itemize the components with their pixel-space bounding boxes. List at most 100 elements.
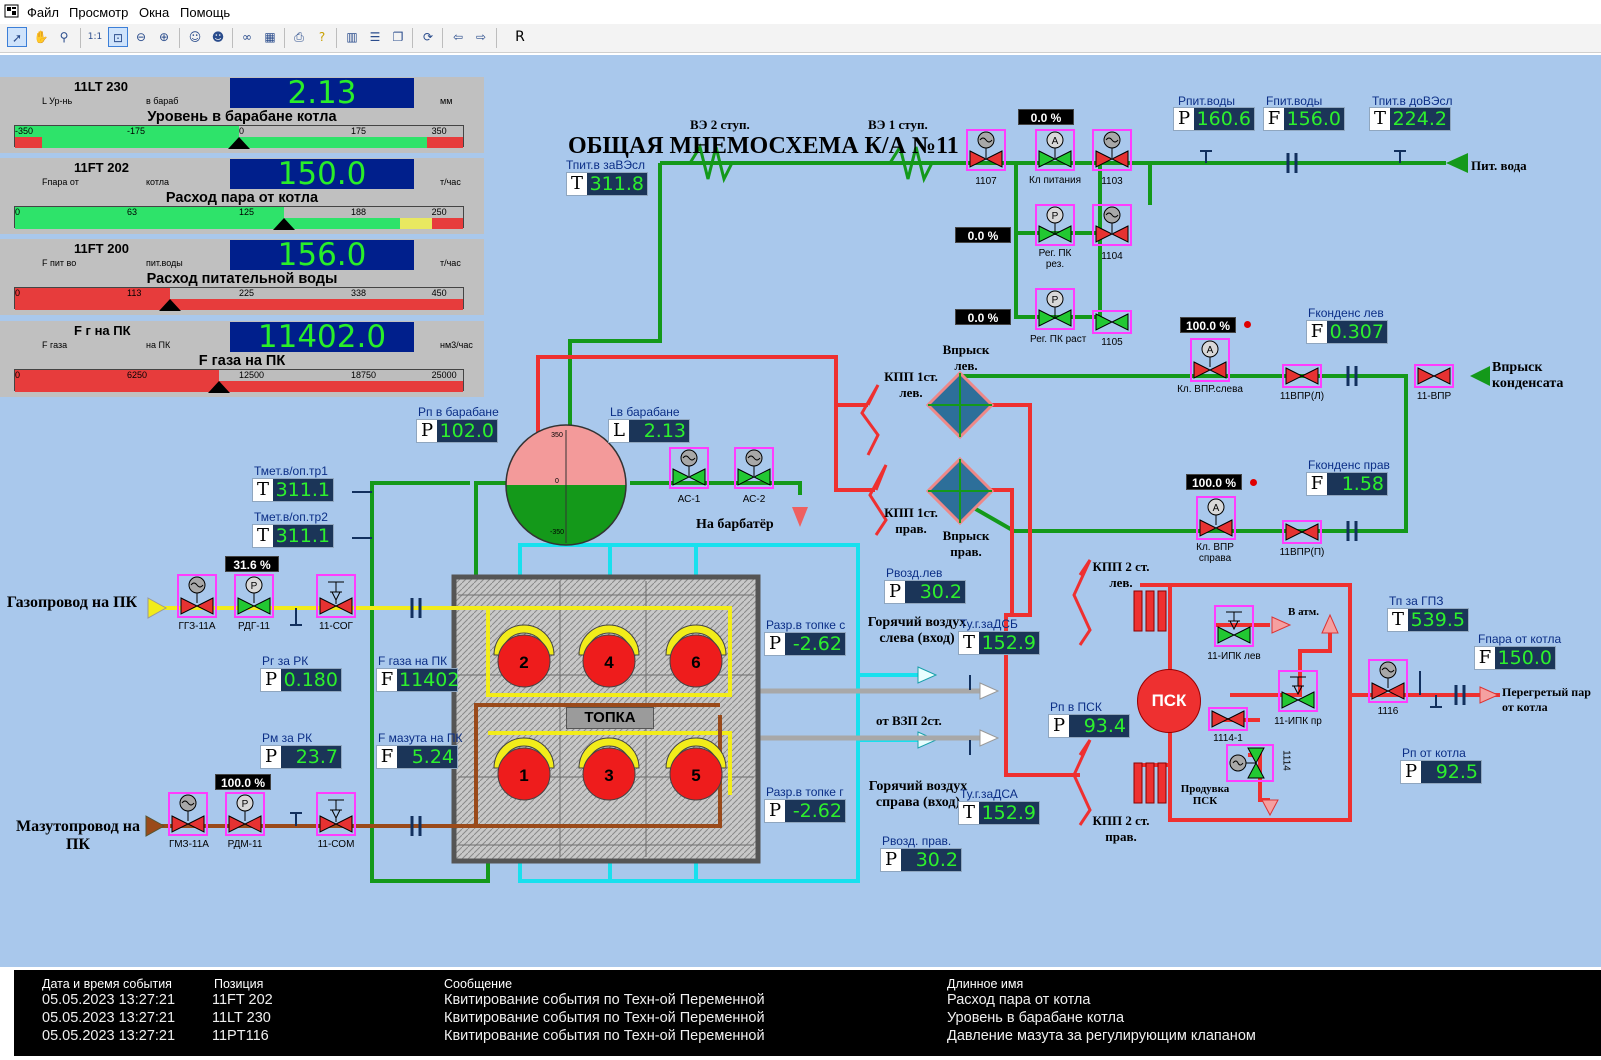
zoom-1-1-icon[interactable]: 1:1	[87, 32, 103, 42]
valve-1103[interactable]	[1092, 129, 1132, 171]
event-position[interactable]: 11LT 230	[212, 1010, 271, 1026]
menu-windows[interactable]: Окна	[139, 5, 170, 20]
valve-1107[interactable]	[966, 129, 1006, 171]
event-header-longname[interactable]: Длинное имя	[947, 977, 1024, 991]
valve-rdm11[interactable]: P	[225, 792, 265, 836]
user-icon[interactable]: ☻	[211, 30, 225, 44]
valve-kl-vpr-prav[interactable]: A	[1196, 496, 1236, 540]
zoom-in-icon[interactable]: ⊕	[158, 30, 170, 44]
instrument-panel[interactable]: 11FT 202 Fпара от котла 150.0 т/час Расх…	[0, 158, 484, 234]
instrument-panel[interactable]: 11LT 230 L Ур-нь в бараб 2.13 мм Уровень…	[0, 77, 484, 153]
valve-11vpr[interactable]	[1414, 364, 1454, 388]
event-message[interactable]: Квитирование события по Техн-ой Переменн…	[444, 1010, 765, 1026]
valve-1105[interactable]	[1092, 310, 1132, 334]
menu-help[interactable]: Помощь	[180, 5, 231, 20]
scale-pointer[interactable]	[208, 381, 231, 393]
event-position[interactable]: 11PT116	[212, 1028, 269, 1044]
pointer-icon[interactable]: ➚	[7, 27, 27, 47]
valve-1116[interactable]	[1368, 659, 1408, 703]
valve-gmz11a[interactable]	[168, 792, 208, 836]
app-icon[interactable]	[4, 3, 20, 22]
scale-pointer[interactable]	[159, 299, 182, 311]
event-table[interactable]: Дата и время события Позиция Сообщение Д…	[14, 970, 1601, 1056]
valve-11-ipk-pr[interactable]	[1278, 670, 1318, 712]
hand-icon[interactable]: ✋	[33, 30, 49, 44]
event-header-message[interactable]: Сообщение	[444, 977, 513, 991]
valve-reg-pk-rez[interactable]: P	[1035, 204, 1075, 246]
scale-pointer[interactable]	[272, 218, 295, 230]
valve-kl-pitania[interactable]: A	[1035, 129, 1075, 171]
event-longname[interactable]: Давление мазута за регулирующим клапаном	[947, 1028, 1256, 1044]
valve-gz11a[interactable]	[177, 574, 217, 618]
burner-1[interactable]: 1	[490, 734, 558, 802]
event-header-position[interactable]: Позиция	[214, 977, 264, 991]
refresh-window-icon[interactable]: ⟳	[422, 30, 434, 44]
burner-6[interactable]: 6	[662, 621, 730, 689]
zoom-fit-icon[interactable]: ⊡	[108, 27, 128, 47]
valve-11vpr-l[interactable]	[1282, 364, 1322, 388]
calculator-icon[interactable]: ▦	[264, 30, 276, 44]
zoom-out-icon[interactable]: ⊖	[135, 30, 147, 44]
valve-11-som[interactable]	[316, 792, 356, 836]
valve-11-ipk-lev[interactable]	[1214, 605, 1254, 647]
burner-4[interactable]: 4	[575, 621, 643, 689]
valve-reg-pk-rast[interactable]: P	[1035, 288, 1075, 330]
menu-file[interactable]: Файл	[27, 5, 59, 20]
menu-view[interactable]: Просмотр	[69, 5, 129, 20]
event-longname[interactable]: Расход пара от котла	[947, 992, 1091, 1008]
event-time[interactable]: 05.05.2023 13:27:21	[42, 992, 176, 1008]
binoculars-icon[interactable]: ∞	[242, 30, 252, 44]
print-icon[interactable]: ⎙	[294, 30, 304, 44]
event-time[interactable]: 05.05.2023 13:27:21	[42, 1028, 176, 1044]
valve-ac2[interactable]	[734, 447, 774, 489]
valve-11-sog[interactable]	[316, 574, 356, 618]
instrument-panel[interactable]: F г на ПК F газа на ПК 11402.0 нм3/час F…	[0, 321, 484, 397]
event-time[interactable]: 05.05.2023 13:27:21	[42, 1010, 176, 1026]
valve-kl-vpr-lev[interactable]: A	[1190, 338, 1230, 382]
valve-11vpr-p[interactable]	[1282, 520, 1322, 544]
burner-5[interactable]: 5	[662, 734, 730, 802]
valve-ac1[interactable]	[669, 447, 709, 489]
window-cascade-icon[interactable]: ❐	[392, 30, 404, 44]
back-arrow-icon[interactable]: ⇦	[452, 30, 464, 44]
valve-1104[interactable]	[1092, 204, 1132, 246]
window-split-icon[interactable]: ▥	[346, 30, 358, 44]
psk-vessel[interactable]: ПСК	[1137, 669, 1201, 733]
r-button[interactable]: R	[515, 29, 525, 45]
valve-rdg11[interactable]: P	[234, 574, 274, 618]
event-message[interactable]: Квитирование события по Техн-ой Переменн…	[444, 992, 765, 1008]
p-razr1-readout[interactable]: P-2.62	[764, 632, 846, 656]
event-message[interactable]: Квитирование события по Техн-ой Переменн…	[444, 1028, 765, 1044]
p-razr2-readout[interactable]: P-2.62	[764, 799, 846, 823]
users-icon[interactable]: ☺	[188, 30, 202, 44]
help-icon[interactable]: ?	[318, 30, 326, 44]
burner-2[interactable]: 2	[490, 621, 558, 689]
valve-1114[interactable]	[1226, 744, 1274, 782]
forward-arrow-icon[interactable]: ⇨	[475, 30, 487, 44]
magnifier-icon[interactable]: ⚲	[59, 30, 69, 44]
event-position[interactable]: 11FT 202	[212, 992, 273, 1008]
instrument-panel[interactable]: 11FT 200 F пит во пит.воды 156.0 т/час Р…	[0, 239, 484, 315]
valve-1114-1[interactable]	[1208, 707, 1248, 731]
burner-3[interactable]: 3	[575, 734, 643, 802]
